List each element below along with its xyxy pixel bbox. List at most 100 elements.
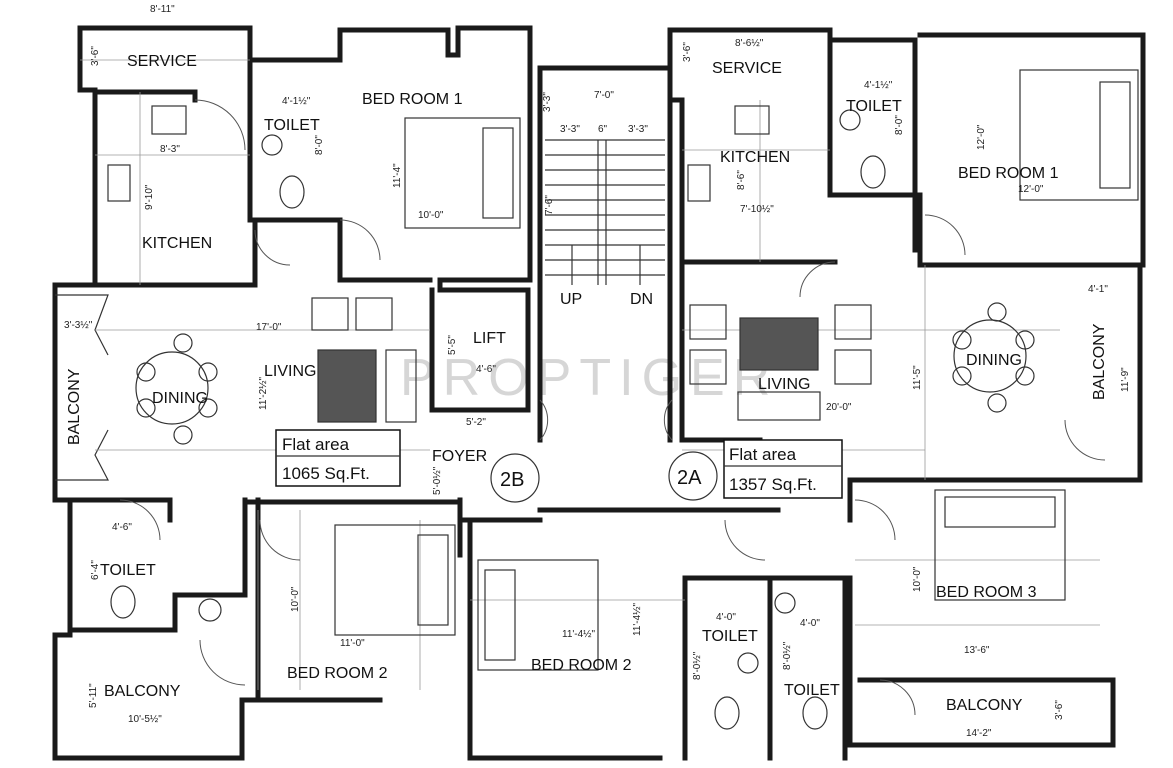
dim-stair-depth: 3'-3" [542, 92, 553, 112]
label-bedroom3-2a: BED ROOM 3 [936, 584, 1037, 601]
pillow-icon [1099, 81, 1131, 189]
bed-icon [1019, 69, 1139, 201]
flat-area-box-2a [723, 439, 843, 499]
armchair-icon [355, 297, 393, 331]
label-service-2a: SERVICE [712, 60, 782, 77]
bed-icon [934, 489, 1066, 601]
pillow-icon [417, 534, 449, 626]
bed-icon [334, 524, 456, 636]
label-toilet-2b-top: TOILET [264, 117, 320, 134]
bed-icon [404, 117, 521, 229]
flat-area-title-2b: Flat area [282, 435, 350, 454]
dim-bed3-h-2a: 10'-0" [912, 566, 923, 592]
rug-icon [317, 349, 377, 423]
armchair-icon [834, 304, 872, 340]
dim-service-h-2b: 3'-6" [90, 46, 101, 66]
label-balcony-2a-bottom: BALCONY [946, 697, 1023, 714]
flat-area-value-2b: 1065 Sq.Ft. [282, 464, 370, 483]
chair-icon [136, 362, 156, 382]
dim-bed1-w-2b: 10'-0" [418, 210, 444, 221]
dim-bed2-h-2b: 10'-0" [290, 586, 301, 612]
label-bedroom2-2b: BED ROOM 2 [287, 665, 388, 682]
label-balcony-2a-right: BALCONY [1091, 323, 1108, 400]
basin-icon [737, 652, 759, 674]
dim-foyer-w: 5'-2" [466, 417, 486, 428]
dim-stair-right: 3'-3" [628, 124, 648, 135]
armchair-icon [689, 349, 727, 385]
dim-bed2-w-2a: 11'-4½" [562, 629, 596, 640]
chair-icon [173, 425, 193, 445]
toilet-seat-icon [110, 585, 136, 619]
label-dining-2b: DINING [152, 390, 208, 407]
sofa-icon [737, 391, 821, 421]
toilet-seat-icon [860, 155, 886, 189]
label-kitchen-2b: KITCHEN [142, 235, 212, 252]
chair-icon [952, 366, 972, 386]
dining-table-icon [135, 351, 209, 425]
dim-service-w-2b: 8'-11" [150, 4, 175, 15]
dim-toilet-h-2a: 8'-0" [894, 115, 905, 135]
dim-living-h-2b: 11'-2½" [258, 376, 269, 410]
dim-bed2-w-2b: 11'-0" [340, 638, 365, 649]
label-bedroom2-2a: BED ROOM 2 [531, 657, 632, 674]
pillow-icon [944, 496, 1056, 528]
dim-toilet-h-2b: 8'-0" [314, 135, 325, 155]
sink-icon [151, 105, 187, 135]
dim-toilet1-h-2a: 8'-0½" [692, 651, 703, 680]
label-service-2b: SERVICE [127, 53, 197, 70]
flat-area-title-2a: Flat area [729, 445, 797, 464]
label-toilet-2a-mid2: TOILET [784, 682, 840, 699]
dim-toilet-b-w-2b: 4'-6" [112, 522, 132, 533]
label-lift: LIFT [473, 330, 506, 347]
sink-icon [734, 105, 770, 135]
dim-stair-left: 3'-3" [560, 124, 580, 135]
chair-icon [1015, 366, 1035, 386]
dim-service-w-2a: 8'-6½" [735, 38, 764, 49]
label-foyer: FOYER [432, 448, 487, 465]
unit-tag-2a-text: 2A [677, 467, 702, 489]
label-toilet-2a-top: TOILET [846, 98, 902, 115]
label-toilet-2a-mid1: TOILET [702, 628, 758, 645]
chair-icon [987, 393, 1007, 413]
flat-2a: SERVICE TOILET KITCHEN BED ROOM 1 LIVING… [467, 27, 1146, 761]
dim-bed3-w-2a: 13'-6" [964, 645, 990, 656]
dim-balcony-b-w-2a: 14'-2" [966, 728, 992, 739]
pillow-icon [482, 127, 514, 219]
basin-icon [839, 109, 861, 131]
label-bedroom1-2b: BED ROOM 1 [362, 91, 463, 108]
dim-living-w-2b: 17'-0" [256, 322, 282, 333]
armchair-icon [311, 297, 349, 331]
dim-living-w-2a: 20'-0" [826, 402, 852, 413]
chair-icon [987, 302, 1007, 322]
dim-balcony-b-h-2b: 5'-11" [88, 683, 99, 708]
staircase: 7'-0" 3'-3" 6" 3'-3" 3'-3" 7'-6" UP DN [537, 65, 673, 443]
basin-icon [261, 134, 283, 156]
armchair-icon [834, 349, 872, 385]
dim-toilet-w-2a: 4'-1½" [864, 80, 893, 91]
bed-icon [477, 559, 599, 671]
dim-balcony-w-2b: 3'-3½" [64, 320, 93, 331]
sofa-icon [385, 349, 417, 423]
toilet-seat-icon [714, 696, 740, 730]
dim-toilet-b-h-2b: 6'-4" [90, 560, 101, 580]
label-kitchen-2a: KITCHEN [720, 149, 790, 166]
label-stair-down: DN [630, 291, 653, 308]
dim-bed1-w-2a: 12'-0" [1018, 184, 1044, 195]
label-balcony-2b-left: BALCONY [66, 368, 83, 445]
flat-area-value-2a: 1357 Sq.Ft. [729, 475, 817, 494]
dim-lift-w: 4'-6" [476, 364, 496, 375]
dim-balcony-h-2a: 11'-9" [1120, 367, 1131, 392]
watermark: PROPTIGER [400, 349, 778, 407]
dim-bed1-h-2b: 11'-4" [392, 163, 403, 188]
dim-service-h-2a: 3'-6" [682, 42, 693, 62]
chair-icon [1015, 330, 1035, 350]
label-bedroom1-2a: BED ROOM 1 [958, 165, 1059, 182]
dim-toilet-w-2b: 4'-1½" [282, 96, 311, 107]
label-dining-2a: DINING [966, 352, 1022, 369]
armchair-icon [689, 304, 727, 340]
dim-stair-gap: 6" [598, 124, 608, 135]
basin-icon [774, 592, 796, 614]
dim-kitchen-h-2a: 8'-6" [736, 170, 747, 190]
rug-icon [739, 317, 819, 371]
chair-icon [136, 398, 156, 418]
